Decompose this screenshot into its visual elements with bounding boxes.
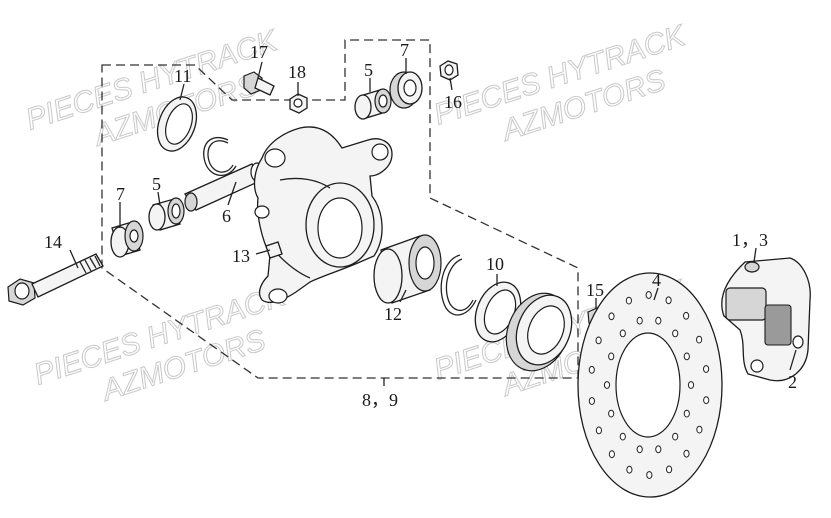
callout-4: 4 <box>652 270 661 290</box>
disc-hole <box>683 409 690 418</box>
callout-5-left: 5 <box>152 174 161 194</box>
watermark-3: PIECES HYTRACK AZMOTORS <box>29 278 291 408</box>
disc-hole <box>608 450 616 459</box>
callout-7-left: 7 <box>116 184 125 204</box>
disc-hole <box>636 445 643 454</box>
disc-hole <box>665 296 672 305</box>
part-snap-ring-left <box>203 137 237 176</box>
part-seal-11 <box>156 96 198 152</box>
disc-hole <box>703 365 710 373</box>
callout-2: 2 <box>788 372 797 392</box>
disc-hole <box>696 335 703 344</box>
callout-7-top: 7 <box>400 40 409 60</box>
part-seal-10 <box>474 281 522 343</box>
disc-hole <box>683 352 690 361</box>
callout-14: 14 <box>44 232 62 252</box>
part-sleeve-6 <box>184 162 264 212</box>
callout-15: 15 <box>586 280 604 300</box>
part-snap-ring-right <box>440 254 477 316</box>
disc-hole <box>595 426 603 435</box>
disc-hole <box>608 352 615 361</box>
part-nut-16 <box>439 60 459 81</box>
disc-hole <box>625 296 633 305</box>
assembly-boundary-dashed <box>101 39 579 379</box>
callout-17: 17 <box>250 42 268 62</box>
watermark-2: PIECES HYTRACK AZMOTORS <box>429 18 691 148</box>
disc-hole <box>588 365 595 374</box>
callout-1-3: 1，3 <box>732 230 768 250</box>
callout-11: 11 <box>174 66 191 86</box>
callout-12: 12 <box>384 304 402 324</box>
disc-hole <box>608 312 615 321</box>
part-bushing-5-top <box>354 88 392 120</box>
part-bolt-14 <box>7 253 104 306</box>
part-brake-disc-4 <box>577 272 723 498</box>
part-spacer-7-left <box>110 220 144 258</box>
disc-hole <box>588 397 596 405</box>
disc-hole <box>703 396 710 405</box>
part-large-seal <box>505 292 573 372</box>
callout-5-top: 5 <box>364 60 373 80</box>
disc-hole <box>636 316 643 325</box>
disc-hole <box>683 449 690 458</box>
part-bolt-13 <box>265 241 283 259</box>
disc-hole <box>619 432 626 441</box>
disc-hole <box>603 381 611 389</box>
callout-13: 13 <box>232 246 250 266</box>
disc-hole <box>655 445 662 454</box>
disc-hole <box>672 329 679 338</box>
disc-hole <box>655 316 662 325</box>
disc-hole <box>608 409 615 418</box>
callout-18: 18 <box>288 62 306 82</box>
callout-6: 6 <box>222 206 231 226</box>
disc-hole <box>696 425 703 434</box>
part-bushing-5-left <box>148 197 185 231</box>
part-bearing-12 <box>373 234 442 304</box>
disc-hole <box>619 329 626 338</box>
leader-lines <box>69 58 797 386</box>
disc-hole <box>683 311 690 320</box>
part-steering-knuckle <box>253 126 393 304</box>
disc-hole <box>666 465 673 474</box>
callout-8-9: 8，9 <box>362 390 398 410</box>
disc-hole <box>687 381 695 389</box>
callout-labels: 17 18 11 5 7 5 7 16 6 14 13 12 10 15 4 1… <box>44 40 797 410</box>
disc-hole <box>595 336 602 345</box>
disc-hole <box>672 432 679 441</box>
disc-hole <box>645 291 652 299</box>
callout-16: 16 <box>444 92 462 112</box>
part-brake-caliper <box>721 257 811 382</box>
part-nut-18 <box>289 93 308 114</box>
part-bearing-7-top <box>389 71 423 109</box>
disc-hole <box>626 465 633 474</box>
callout-10: 10 <box>486 254 504 274</box>
disc-hole <box>646 471 653 479</box>
